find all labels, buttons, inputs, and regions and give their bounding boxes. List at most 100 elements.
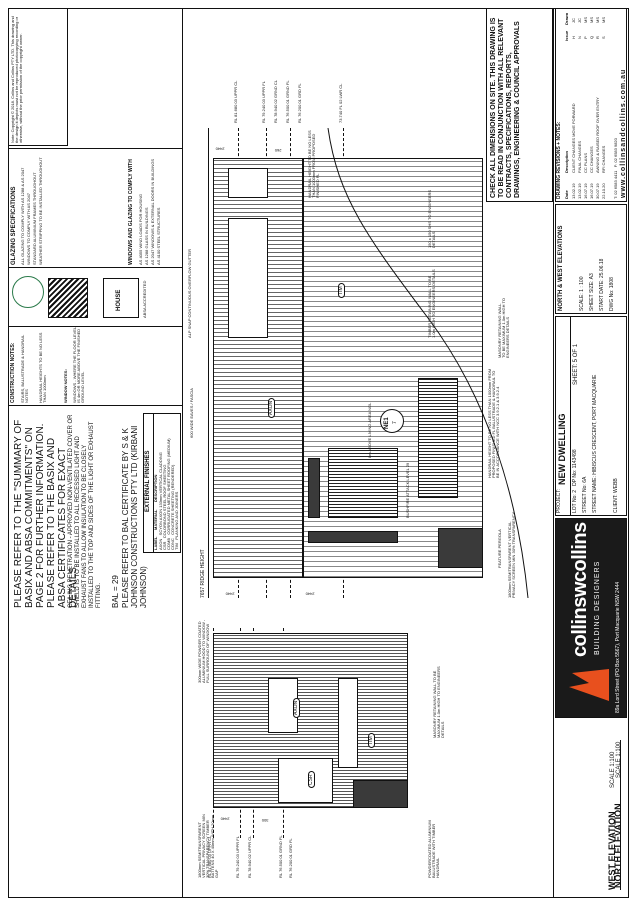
north-level: RL 76.500 01 GRND FL xyxy=(285,80,290,123)
west-level: RL 78.940 02 UPPR CL xyxy=(247,835,252,878)
revision-date: 30.07.19 xyxy=(595,183,600,199)
west-annotation: 300mm WIDE POWDER COATED ALUMINIUM HOOD … xyxy=(197,619,211,683)
revision-drawn: JC xyxy=(571,18,576,23)
revision-date: 16.07.19 xyxy=(583,183,588,199)
glazing-standard: AS 1288 GLASS IN BUILDINGS xyxy=(144,207,149,265)
north-dimension: 2440 xyxy=(305,591,315,597)
west-level: RL 76.200 01 GRD FL xyxy=(288,838,293,878)
revision-description: CLIENT CHANGES MOVE FORWARD xyxy=(571,103,576,174)
construction-note: WINDOWS - WHERE THE FLOOR LEVEL IS 4m OR… xyxy=(72,326,86,403)
revision-row: 13.02.19 xyxy=(571,183,576,199)
glazing-standard: AS 4055 WIND LOADS FOR HOUSING xyxy=(138,193,143,265)
north-elevation-title: NORTH ELEVATION xyxy=(613,803,623,888)
revision-issue: Q xyxy=(589,35,594,39)
west-finish-tag: AXON xyxy=(293,697,301,718)
company-address: 89a Lord Street (PO Box 5567), Port Macq… xyxy=(615,581,621,713)
revisions-header: Date xyxy=(564,190,569,199)
north-level: RL 78.940 02 GRND CL xyxy=(273,80,278,123)
sheet-info: NORTH & WEST ELEVATIONS SCALE: 1 : 100 S… xyxy=(555,204,627,314)
revision-issue: P xyxy=(583,36,588,39)
revision-issue: S xyxy=(601,36,606,39)
house-label: HOUSE xyxy=(116,289,122,311)
sheet-number: SHEET: 5 OF 1 xyxy=(573,343,579,385)
north-level: 73.740 FL 02 LWR CL xyxy=(338,83,343,123)
revision-issue: N xyxy=(577,36,582,39)
construction-note: WINDOW NOTES: xyxy=(63,369,68,403)
north-level: RL 81.680 03 UPPR CL xyxy=(233,80,238,123)
sheet-size: SHEET SIZE: A3 xyxy=(589,273,595,311)
revision-drawn: MS xyxy=(589,17,594,23)
construction-note: STAIRS, BALUSTRADE & HANDRAIL NOTES xyxy=(20,334,30,403)
construction-notes-title: CONSTRUCTION NOTES: xyxy=(10,342,16,403)
west-dimension: 2440 xyxy=(220,816,230,822)
revision-date: 13.02.19 xyxy=(577,183,582,199)
north-dimension: 260 xyxy=(274,147,282,153)
west-level: RL 79.240 03 UPPR FL xyxy=(235,836,240,878)
revisions-header: Issue xyxy=(564,30,569,41)
house-energy-badge: HOUSE xyxy=(103,278,139,318)
west-dimension: 300 xyxy=(261,817,269,823)
company-website: www.collinsandcollins.com.au xyxy=(620,68,627,198)
north-dimension: 2440 xyxy=(225,591,235,597)
north-level: RL 79.240 03 UPPR FL xyxy=(261,81,266,123)
glazing-line: ALL GLAZING TO COMPLY WITH AS 1288 & AS … xyxy=(20,167,25,265)
construction-notes: CONSTRUCTION NOTES: STAIRS, BALUSTRADE &… xyxy=(8,326,183,406)
construction-note: HANDRAIL HEIGHTS TO BE NO LESS THAN 1000… xyxy=(38,332,48,403)
revision-drawn: MS xyxy=(583,17,588,23)
west-finish-tag: TIM xyxy=(368,733,376,748)
revision-issue: H xyxy=(571,36,576,39)
glazing-specifications: GLAZING SPECIFICATIONS ALL GLAZING TO CO… xyxy=(8,148,183,268)
north-upper-window xyxy=(228,168,268,198)
check-notice-box: CHECK ALL DIMENSIONS ON SITE. THIS DRAWI… xyxy=(486,8,553,202)
copyright-note: Note: Copyright © 2018. Collins and Coll… xyxy=(10,16,24,143)
check-notice: CHECK ALL DIMENSIONS ON SITE. THIS DRAWI… xyxy=(490,17,522,198)
revision-date: 16.07.19 xyxy=(589,183,594,199)
west-annotation: POWDERCOATED ALUMINIUM BALUSTRADE WITH T… xyxy=(427,820,441,878)
revision-date: 22.10.20 xyxy=(601,183,606,199)
company-name: collinswcollins xyxy=(569,522,591,657)
north-elevation-scale: SCALE 1:100 xyxy=(616,741,622,778)
north-level: RL 76.200 01 GRD FL xyxy=(297,83,302,123)
north-ground-line xyxy=(327,128,529,598)
north-annotation: ALP SNAP CONTINUOUS OVERFLOW GUTTER xyxy=(187,249,192,338)
revision-description: CC CHANGES xyxy=(589,146,594,173)
drawing-number: DWG No: 1808 xyxy=(609,277,615,311)
sheet-title: NORTH & WEST ELEVATIONS xyxy=(558,225,564,311)
company-logo-block: collinswcollins BUILDING DESIGNERS 89a L… xyxy=(555,518,627,718)
qr-code xyxy=(48,278,88,318)
glazing-standard: AS 2047 WINDOWS & EXTERNAL DOORS IN BUIL… xyxy=(150,158,155,265)
glazing-line: WEATHER STRIPPING TO BE INSTALLED THROUG… xyxy=(38,157,43,265)
glazing-title: GLAZING SPECIFICATIONS xyxy=(11,186,17,265)
company-flame-logo xyxy=(569,669,609,701)
client: CLIENT: WEBB xyxy=(613,478,619,513)
west-balustrade xyxy=(353,780,408,808)
finish-row: TIM PLANKING AND JOINERS xyxy=(174,491,179,550)
external-finishes-title: EXTERNAL FINISHES xyxy=(145,450,151,512)
west-annotation: 1800mm SEMITRANSPARENT VERTICAL PRIVACY … xyxy=(197,814,219,878)
north-annotation: 600 WIDE EAVES / FASCIA xyxy=(189,388,194,438)
west-window xyxy=(278,758,333,803)
ridge-height: 7657 RIDGE HEIGHT xyxy=(200,549,206,598)
revision-description: CC PLANS xyxy=(583,152,588,173)
revision-description: RFI CHANGES xyxy=(601,145,606,173)
revision-drawn: MS xyxy=(595,17,600,23)
revisions-title: DRAWING REVISIONS + NOTES: xyxy=(556,121,562,199)
revision-drawn: JC xyxy=(577,18,582,23)
street-name: STREET NAME: HIBISCUS CRESCENT, PORT MAC… xyxy=(592,374,598,513)
company-contact: T: 02 6583 4411 F: 02 6583 9820 xyxy=(613,138,618,199)
glazing-standard: AS 4100 STEEL STRUCTURES xyxy=(156,207,161,265)
west-roof-edge xyxy=(338,678,358,768)
revision-issue: R xyxy=(595,36,600,39)
glazing-line: STANDARD ALUMINIUM FRAMES THROUGHOUT xyxy=(32,172,37,265)
north-upper-window xyxy=(228,218,268,338)
lot-number: LOT No: 2 DP No: 1143498 xyxy=(572,449,578,513)
revision-description: AWNING & RAISED ROOF OVER ENTRY xyxy=(595,97,600,173)
glazing-line: WINDOWS TO COMPLY WITH AS 2047 xyxy=(26,193,31,265)
rotated-drawing: PLEASE REFER TO THE "SUMMARY OF BASIX AN… xyxy=(8,8,629,898)
revisions-header: Description xyxy=(564,150,569,173)
external-finishes-table: EXTERNAL FINISHES LABEL MATERIAL DESCRIP… xyxy=(143,413,181,553)
street-number: STREET No: 6A xyxy=(582,476,588,513)
absa-logo xyxy=(12,276,44,308)
project-label: PROJECT: xyxy=(556,488,562,513)
